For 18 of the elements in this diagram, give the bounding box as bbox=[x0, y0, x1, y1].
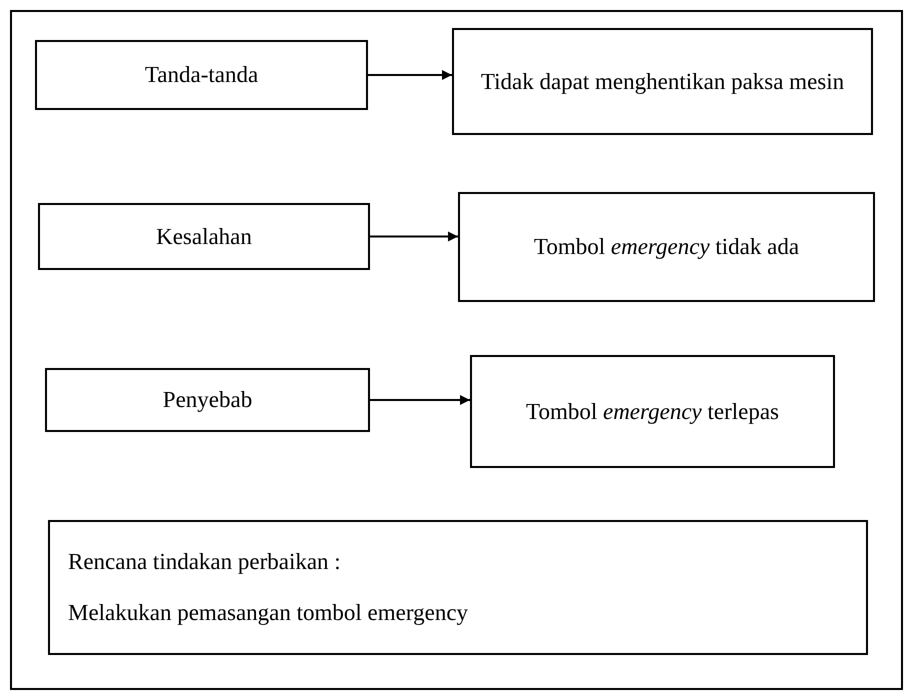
box-text: Tombol emergency tidak ada bbox=[534, 233, 800, 262]
process-box bbox=[35, 40, 368, 110]
process-box bbox=[38, 203, 370, 270]
box-text: Tanda-tanda bbox=[144, 61, 258, 90]
process-box bbox=[45, 368, 370, 432]
note-box bbox=[48, 520, 868, 655]
box-text: Tidak dapat menghentikan paksa mesin bbox=[480, 68, 844, 96]
arrow bbox=[368, 70, 452, 80]
process-box bbox=[452, 28, 873, 135]
box-text: Melakukan pemasangan tombol emergency bbox=[68, 599, 468, 628]
box-text: Tombol emergency terlepas bbox=[526, 398, 779, 426]
arrow bbox=[370, 232, 458, 242]
arrow bbox=[370, 395, 470, 405]
box-text: Rencana tindakan perbaikan : bbox=[68, 548, 341, 576]
box-text: Penyebab bbox=[162, 386, 252, 414]
box-text: Kesalahan bbox=[156, 222, 252, 251]
process-box bbox=[458, 192, 875, 302]
process-box bbox=[470, 355, 835, 468]
